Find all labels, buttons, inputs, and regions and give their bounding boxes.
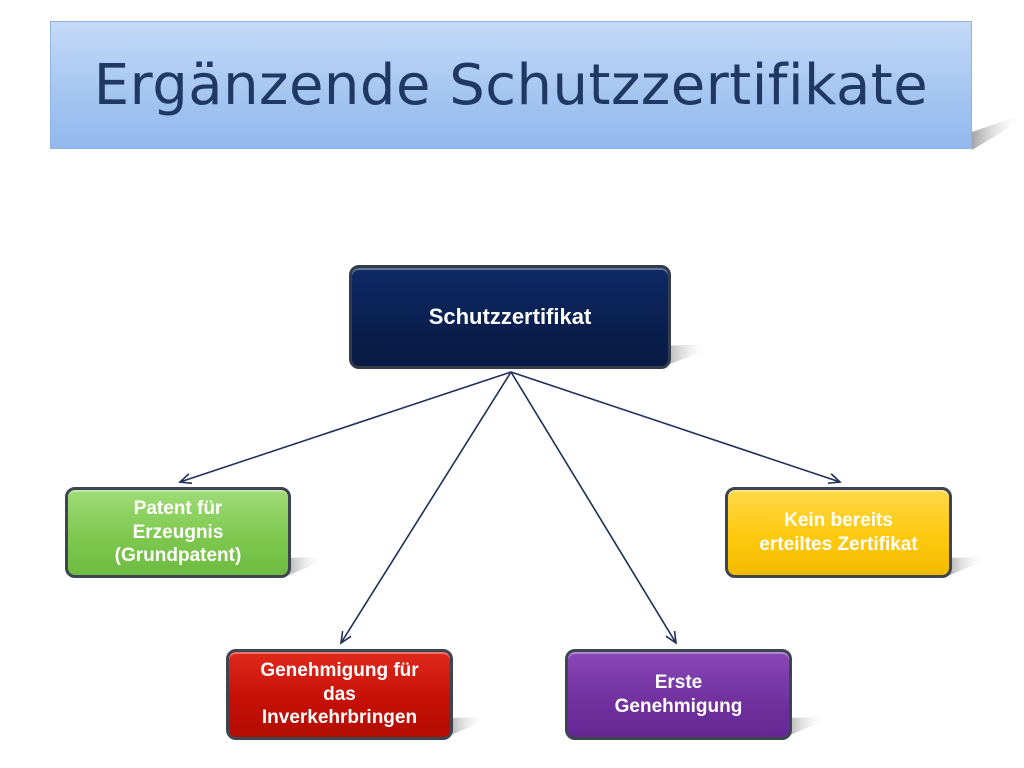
node-erste-genehmigung: Erste Genehmigung bbox=[565, 649, 792, 740]
node-schutzzertifikat: Schutzzertifikat bbox=[349, 265, 671, 369]
node-genehmigung-fuer-inverkehrbringen: Genehmigung für das Inverkehrbringen bbox=[226, 649, 453, 740]
node-kein-line-1: Kein bereits bbox=[784, 509, 893, 531]
node-patent-line-2: Erzeugnis bbox=[132, 521, 224, 543]
node-patent-line-3: (Grundpatent) bbox=[114, 545, 242, 567]
connector-root-to-erste bbox=[510, 371, 678, 645]
node-patent-fuer-erzeugnis: Patent für Erzeugnis (Grundpatent) bbox=[65, 487, 291, 578]
node-genehmigung-line-3: Inverkehrbringen bbox=[261, 707, 418, 729]
node-kein-line-2: erteiltes Zertifikat bbox=[759, 533, 918, 555]
title-shadow bbox=[972, 118, 1024, 150]
connector-root-to-kein bbox=[510, 371, 842, 485]
title-banner: Ergänzende Schutzzertifikate bbox=[50, 21, 972, 149]
node-erste-line-2: Genehmigung bbox=[614, 695, 743, 717]
connector-root-to-patent bbox=[178, 371, 512, 485]
node-genehmigung-line-2: das bbox=[323, 683, 356, 705]
node-genehmigung-line-1: Genehmigung für bbox=[260, 659, 419, 681]
node-patent-line-1: Patent für bbox=[133, 497, 223, 519]
page-title: Ergänzende Schutzzertifikate bbox=[93, 52, 929, 118]
node-kein-bereits-erteiltes-zertifikat: Kein bereits erteiltes Zertifikat bbox=[725, 487, 952, 578]
node-schutzzertifikat-line-1: Schutzzertifikat bbox=[428, 304, 592, 330]
connector-root-to-genehmigung bbox=[339, 371, 512, 645]
node-erste-line-1: Erste bbox=[654, 671, 703, 693]
